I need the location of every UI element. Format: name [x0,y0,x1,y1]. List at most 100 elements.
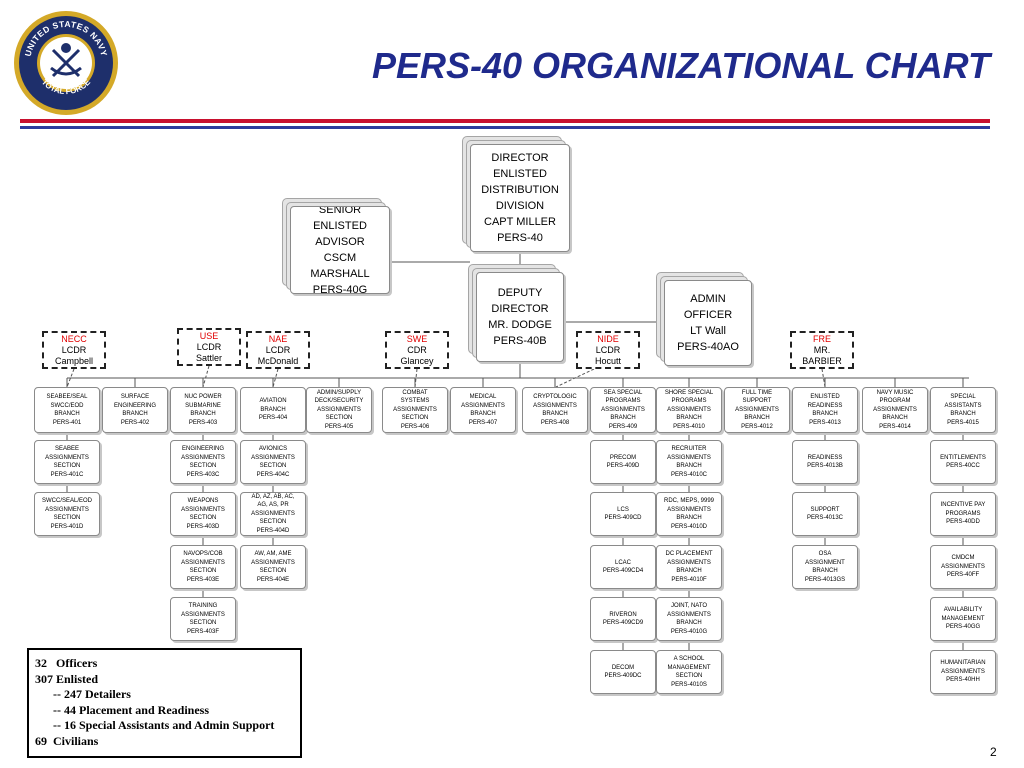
section-box-text: PERS-404D [256,527,290,534]
section-box-text: DC PLACEMENT [665,551,713,557]
liaison-abbr: USE [199,330,219,341]
section-box-text: A SCHOOL [673,656,705,662]
connector-liaison [66,368,75,388]
deputy-director-box-text: PERS-40B [493,335,547,347]
branch-box-text: SWCC/EOD [50,402,84,409]
branch-box-text: ASSISTANTS [944,402,982,409]
section-box-text: PERS-4010D [670,523,708,530]
section-box-text: SECTION [53,463,81,469]
liaison-abbr: NIDE [597,333,619,344]
liaison-abbr: FRE [813,333,831,344]
branch-box-text: ASSIGNMENTS [735,406,779,413]
branch-box-text: ASSIGNMENTS [461,402,505,409]
summary-line: 307 Enlisted [35,671,99,686]
liaison-rank: CDR [407,344,427,355]
director-box-text: DISTRIBUTION [481,184,559,196]
section-box-text: PERS-403E [186,576,220,583]
summary-line: -- 44 Placement and Readiness [35,702,209,717]
branch-box-text: COMBAT [402,389,428,396]
branch-box-text: BRANCH [950,411,976,417]
section-box-text: LCS [617,506,629,513]
branch-box-text: NAVY MUSIC [876,389,914,396]
branch-box-text: SURFACE [120,394,150,400]
section-box-text: ASSIGNMENTS [941,563,985,570]
section-box-text: ASSIGNMENTS [181,611,225,618]
branch-box-text: SECTION [401,415,429,422]
senior-advisor-box-text: ENLISTED [313,220,367,232]
deputy-director-box-text: MR. DODGE [488,319,552,331]
branch-box-text: PERS-408 [540,419,570,426]
section-box-text: PERS-4013B [807,463,843,469]
liaison-name: BARBIER [802,355,842,366]
branch-box-text: ASSIGNMENTS [317,406,361,413]
section-box-text: TRAINING [188,603,218,609]
director-box-text: PERS-40 [497,232,543,244]
connector-liaison [272,368,279,388]
connector-liaison [555,368,595,388]
section-box-text: ENTITLEMENTS [940,454,986,461]
branch-box-text: BRANCH [676,415,702,422]
section-box-text: PERS-40DD [946,519,980,526]
liaison-rank: LCDR [61,344,87,355]
liaison-rank: LCDR [265,344,291,355]
section-box-text: PROGRAMS [945,510,981,517]
branch-box-text: PERS-4014 [879,423,911,430]
branch-box-text: PERS-405 [324,423,354,430]
section-box-text: PERS-409D [606,463,640,469]
connector-liaison [414,368,418,388]
section-box-text: BRANCH [812,568,838,574]
section-box-text: PERS-40CC [946,463,980,469]
section-box-text: PERS-403C [186,471,220,478]
section-box-text: HUMANITARIAN [940,660,986,667]
section-box-text: PERS-403F [186,628,219,635]
branch-box-text: BRANCH [260,406,286,413]
branch-box-text: BRANCH [190,411,216,417]
liaison-name: Sattler [195,352,222,363]
section-box-text: ASSIGNMENTS [181,454,225,461]
branch-box-text: SEABEE/SEAL [46,394,88,400]
section-box-text: ASSIGNMENTS [181,506,225,513]
section-box-text: BRANCH [676,620,702,626]
section-box-text: NAVOPS/COB [183,551,223,557]
senior-advisor-box-text: SENIOR [318,206,362,216]
branch-box-text: MEDICAL [469,394,497,400]
section-box-text: CMDCM [951,555,975,562]
section-box-text: ASSIGNMENTS [667,454,711,461]
deputy-director-box-text: DIRECTOR [491,303,549,315]
branch-box-text: CRYPTOLOGIC [533,394,577,400]
branch-box-text: PERS-404 [258,415,288,422]
section-box-text: PERS-409CD4 [602,568,644,574]
section-box-text: PERS-403D [186,523,220,530]
section-box-text: PERS-401D [50,523,84,530]
director-box-text: DIVISION [495,200,545,212]
senior-advisor-box-text: ADVISOR [315,236,365,248]
branch-box-text: PROGRAMS [605,398,641,405]
director-box-text: DIRECTOR [491,152,549,164]
branch-box-text: PERS-4010 [673,423,705,430]
